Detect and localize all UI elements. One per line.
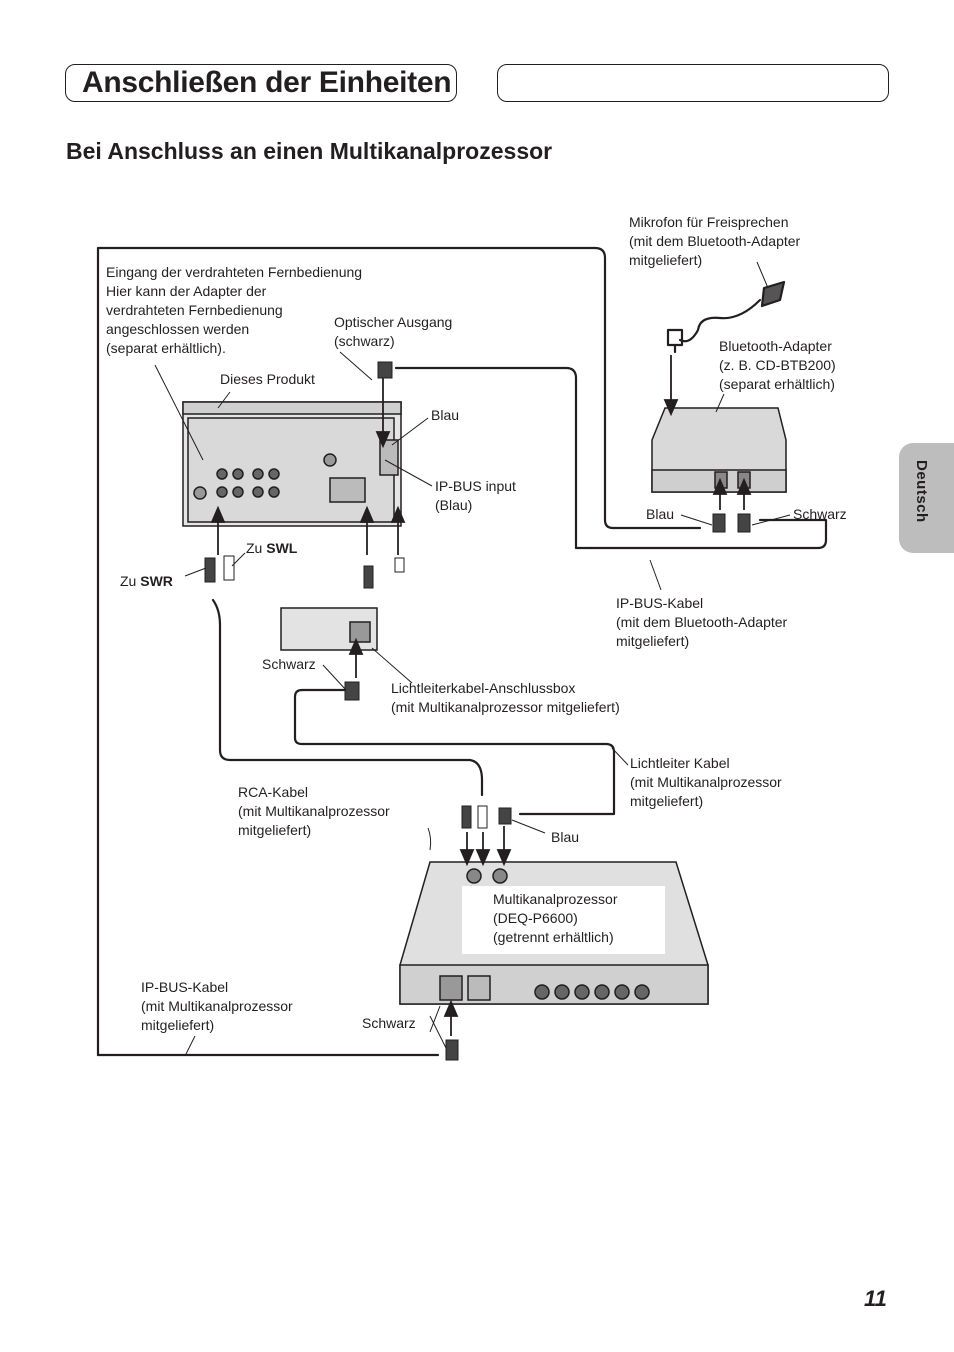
label-prefix: Zu [246, 540, 267, 556]
label-schwarz-2: Schwarz [262, 656, 316, 672]
label-line: (z. B. CD-BTB200) [719, 357, 836, 373]
optical-cable [394, 366, 592, 550]
page-title: Anschließen der Einheiten [82, 66, 452, 99]
bluetooth-adapter [651, 407, 787, 493]
label-prefix: Zu [120, 573, 141, 589]
label-line: RCA-Kabel [238, 784, 309, 800]
label-blau-1: Blau [431, 407, 460, 423]
label-remote-input: Eingang der verdrahteten Fernbedienung H… [106, 263, 362, 358]
label-blau-3: Blau [551, 829, 580, 845]
label-bold: SWL [266, 540, 298, 556]
fiber-junction-box [280, 607, 378, 651]
label-zu-swr: Zu SWR [120, 572, 173, 591]
label-line: mitgeliefert) [141, 1017, 215, 1033]
label-line: (separat erhältlich). [106, 340, 226, 356]
label-line: (mit Multikanalprozessor [630, 774, 782, 790]
label-line: (separat erhältlich) [719, 376, 835, 392]
label-blau-2: Blau [646, 506, 675, 522]
label-line: verdrahteten Fernbedienung [106, 302, 283, 318]
ipbus-cable-bt-loop [96, 246, 702, 1057]
label-line: Mikrofon für Freisprechen [629, 214, 789, 230]
label-line: IP-BUS-Kabel [616, 595, 704, 611]
label-line: (mit Multikanalprozessor mitgeliefert) [391, 699, 620, 715]
label-line: IP-BUS-Kabel [141, 979, 229, 995]
label-line: (Blau) [435, 497, 473, 513]
ipbus-cable-bt-lower [588, 518, 828, 550]
label-line: angeschlossen werden [106, 321, 250, 337]
label-line: Eingang der verdrahteten Fernbedienung [106, 264, 363, 280]
label-fiber-cable: Lichtleiter Kabel (mit Multikanalprozess… [630, 754, 782, 811]
connectors [204, 361, 751, 1061]
label-bold: SWR [140, 573, 173, 589]
label-zu-swl: Zu SWL [246, 539, 297, 558]
label-line: (DEQ-P6600) [493, 910, 578, 926]
label-line: mitgeliefert) [238, 822, 312, 838]
label-line: (mit Multikanalprozessor [141, 998, 293, 1014]
label-line: (mit Multikanalprozessor [238, 803, 390, 819]
head-unit [182, 401, 402, 527]
label-rca-cable: RCA-Kabel (mit Multikanalprozessor mitge… [238, 783, 390, 840]
label-line: Bluetooth-Adapter [719, 338, 832, 354]
label-schwarz-1: Schwarz [793, 506, 847, 522]
label-line: Hier kann der Adapter der [106, 283, 267, 299]
label-line: IP-BUS input [435, 478, 516, 494]
page-number: 11 [864, 1286, 887, 1311]
label-line: (mit dem Bluetooth-Adapter [629, 233, 801, 249]
section-heading: Bei Anschluss an einen Multikanalprozess… [66, 138, 553, 164]
title-frame [65, 64, 457, 102]
language-tab [899, 443, 954, 553]
processor-label-background [462, 886, 665, 954]
label-ipbus-cable-bt: IP-BUS-Kabel (mit dem Bluetooth-Adapter … [616, 594, 787, 651]
label-line: (mit dem Bluetooth-Adapter [616, 614, 788, 630]
label-line: mitgeliefert) [616, 633, 690, 649]
label-optical-out: Optischer Ausgang (schwarz) [334, 313, 452, 351]
leader-lines [154, 261, 791, 1055]
mic-plug [666, 328, 684, 347]
label-line: Lichtleiterkabel-Anschlussbox [391, 680, 576, 696]
label-line: mitgeliefert) [629, 252, 703, 268]
arrows [210, 355, 752, 1036]
language-tab-label: Deutsch [913, 460, 930, 523]
label-line: mitgeliefert) [630, 793, 704, 809]
label-mic: Mikrofon für Freisprechen (mit dem Bluet… [629, 213, 800, 270]
label-line: (getrennt erhältlich) [493, 929, 614, 945]
label-line: Lichtleiter Kabel [630, 755, 730, 771]
label-fiber-box: Lichtleiterkabel-Anschlussbox (mit Multi… [391, 679, 620, 717]
label-line: Optischer Ausgang [334, 314, 453, 330]
label-bt-adapter: Bluetooth-Adapter (z. B. CD-BTB200) (sep… [719, 337, 836, 394]
fiber-cable [293, 688, 616, 816]
label-this-product: Dieses Produkt [220, 371, 315, 387]
label-ipbus-input: IP-BUS input (Blau) [435, 477, 516, 515]
label-processor: Multikanalprozessor (DEQ-P6600) (getrenn… [493, 890, 618, 947]
rca-cable [211, 598, 484, 797]
label-line: Multikanalprozessor [493, 891, 618, 907]
title-frame-empty [497, 64, 889, 102]
label-schwarz-3: Schwarz [362, 1015, 416, 1031]
mic-cable [678, 298, 762, 343]
label-line: (schwarz) [334, 333, 395, 349]
label-ipbus-cable-proc: IP-BUS-Kabel (mit Multikanalprozessor mi… [141, 978, 293, 1035]
